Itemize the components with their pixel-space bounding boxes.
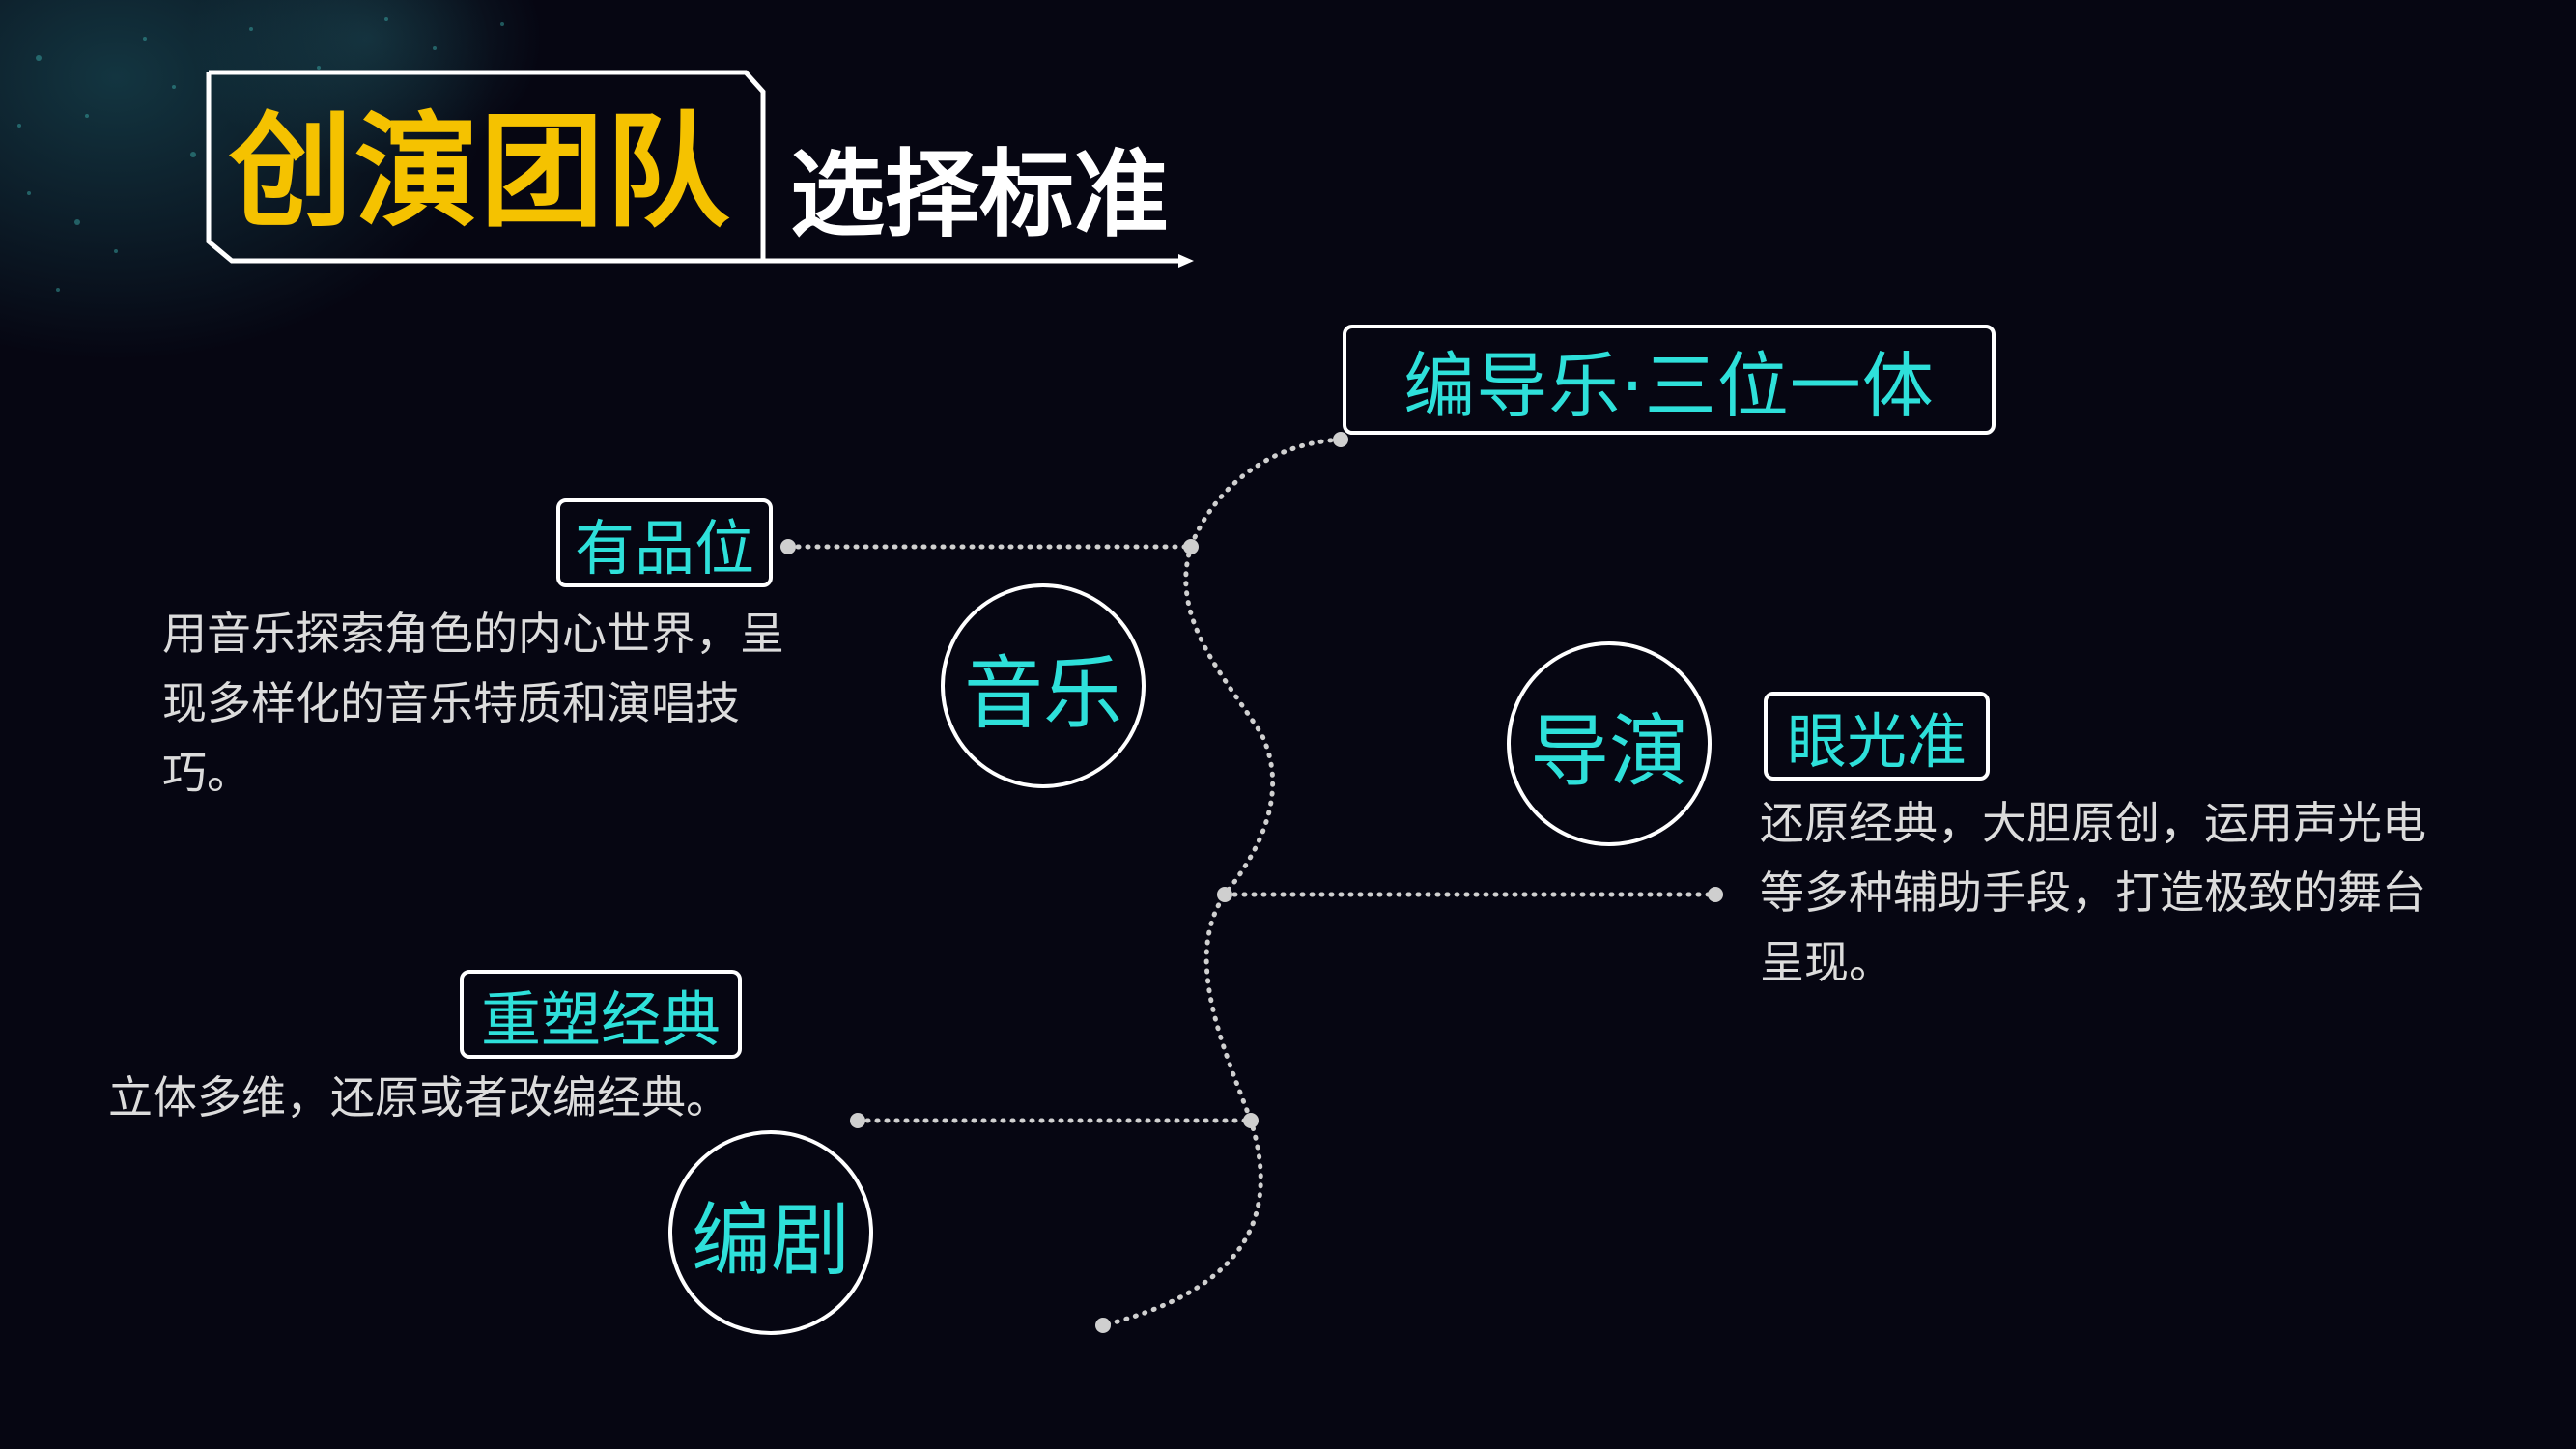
music-description: 用音乐探索角色的内心世界，呈现多样化的音乐特质和演唱技巧。 bbox=[162, 608, 784, 799]
slide-title: 创演团队 bbox=[228, 99, 731, 244]
slide-subtitle: 选择标准 bbox=[790, 139, 1170, 250]
top-tag: 编导乐·三位一体 bbox=[1343, 325, 1996, 435]
script-tag: 重塑经典 bbox=[460, 970, 742, 1059]
director-description: 还原经典，大胆原创，运用声光电等多种辅助手段，打造极致的舞台呈现。 bbox=[1760, 797, 2426, 988]
background-particles bbox=[17, 17, 504, 292]
director-circle: 导演 bbox=[1507, 641, 1712, 846]
music-tag: 有品位 bbox=[556, 498, 773, 587]
header-arrow bbox=[1178, 254, 1194, 268]
director-tag: 眼光准 bbox=[1764, 692, 1990, 781]
script-circle: 编剧 bbox=[668, 1130, 873, 1335]
spine-curve bbox=[1100, 437, 1344, 1328]
branch-endpoints bbox=[780, 432, 1723, 1333]
header-frame bbox=[206, 70, 1178, 264]
music-circle: 音乐 bbox=[941, 583, 1146, 788]
script-description: 立体多维，还原或者改编经典。 bbox=[108, 1071, 730, 1123]
branch-lines bbox=[785, 544, 1718, 1123]
